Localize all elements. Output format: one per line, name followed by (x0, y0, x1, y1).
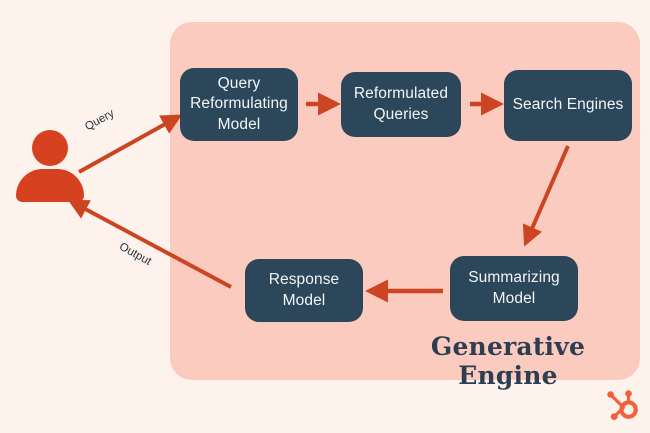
hubspot-sprocket-logo (607, 390, 638, 420)
user-avatar-icon (16, 130, 84, 202)
arrow-search-to-summarizing (522, 145, 570, 247)
avatar-head (32, 130, 68, 166)
arrow-user-to-query-reformulating (78, 114, 183, 174)
avatar-body (16, 169, 84, 202)
arrow-response-to-user (67, 199, 232, 289)
node-query-reformulating-model[interactable]: Query Reformulating Model (180, 68, 298, 141)
node-response-model[interactable]: Response Model (245, 259, 363, 322)
generative-engine-title: Generative Engine (430, 332, 586, 390)
node-reformulated-queries[interactable]: Reformulated Queries (341, 72, 461, 137)
node-search-engines[interactable]: Search Engines (504, 70, 632, 141)
node-summarizing-model[interactable]: Summarizing Model (450, 256, 578, 321)
